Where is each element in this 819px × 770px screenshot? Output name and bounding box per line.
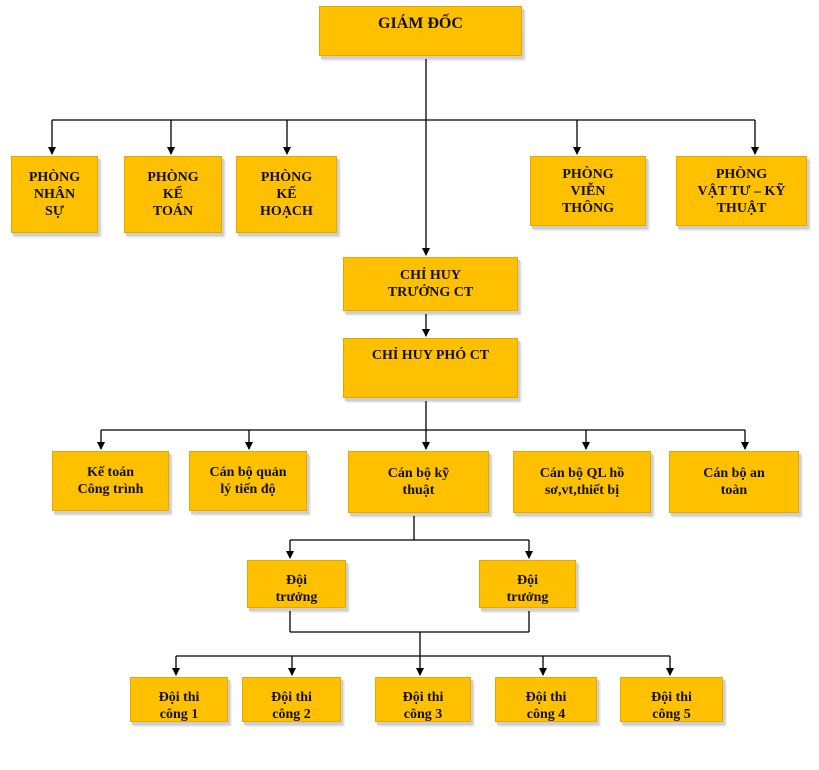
dept-nhan-su-label: PHÒNG NHÂN SỰ <box>28 170 81 219</box>
dept-vat-tu-label: PHÒNG VẬT TƯ – KỸ THUẬT <box>697 166 786 216</box>
staff-tien-do-label: Cán bộ quản lý tiến độ <box>209 465 287 497</box>
staff-tien-do-box: Cán bộ quản lý tiến độ <box>189 451 307 511</box>
dept-vat-tu-box: PHÒNG VẬT TƯ – KỸ THUẬT <box>676 156 807 226</box>
team-3-label: Đội thi công 3 <box>402 690 444 722</box>
team-leader-left-box: Đội trưởng <box>247 560 346 608</box>
team-leader-left-label: Đội trưởng <box>275 573 318 605</box>
staff-ho-so-label: Cán bộ QL hồ sơ,vt,thiết bị <box>539 466 625 498</box>
staff-an-toan-box: Cán bộ an toàn <box>669 451 799 513</box>
staff-ke-toan-box: Kế toán Công trình <box>52 451 169 511</box>
dept-ke-hoach-label: PHÒNG KẾ HOẠCH <box>260 170 313 219</box>
dept-ke-toan-box: PHÒNG KẾ TOÁN <box>124 156 222 233</box>
dept-vien-thong-box: PHÒNG VIỄN THÔNG <box>530 156 646 226</box>
team-3-box: Đội thi công 3 <box>375 677 471 722</box>
deputy-commander-label: CHỈ HUY PHÓ CT <box>371 348 490 363</box>
team-1-label: Đội thi công 1 <box>158 690 200 722</box>
dept-ke-hoach-box: PHÒNG KẾ HOẠCH <box>236 156 337 233</box>
staff-an-toan-label: Cán bộ an toàn <box>703 466 765 498</box>
dept-ke-toan-label: PHÒNG KẾ TOÁN <box>147 170 199 219</box>
director-label: GIÁM ĐỐC <box>378 15 463 32</box>
team-2-box: Đội thi công 2 <box>242 677 341 722</box>
chief-commander-box: CHỈ HUY TRƯỞNG CT <box>343 257 518 311</box>
staff-ke-toan-label: Kế toán Công trình <box>77 465 144 497</box>
staff-ho-so-box: Cán bộ QL hồ sơ,vt,thiết bị <box>513 451 651 513</box>
dept-nhan-su-box: PHÒNG NHÂN SỰ <box>11 156 98 233</box>
dept-vien-thong-label: PHÒNG VIỄN THÔNG <box>561 166 615 216</box>
team-5-label: Đội thi công 5 <box>651 690 692 722</box>
deputy-commander-box: CHỈ HUY PHÓ CT <box>343 338 518 398</box>
director-box: GIÁM ĐỐC <box>319 6 522 56</box>
staff-ky-thuat-box: Cán bộ kỹ thuật <box>348 451 489 513</box>
team-4-label: Đội thi công 4 <box>525 690 567 722</box>
team-4-box: Đội thi công 4 <box>495 677 597 722</box>
team-leader-right-label: Đội trưởng <box>506 573 549 605</box>
chief-commander-label: CHỈ HUY TRƯỞNG CT <box>387 268 474 300</box>
team-5-box: Đội thi công 5 <box>620 677 723 722</box>
team-1-box: Đội thi công 1 <box>130 677 228 722</box>
team-leader-right-box: Đội trưởng <box>479 560 576 608</box>
staff-ky-thuat-label: Cán bộ kỹ thuật <box>387 466 450 498</box>
team-2-label: Đội thi công 2 <box>271 690 312 722</box>
